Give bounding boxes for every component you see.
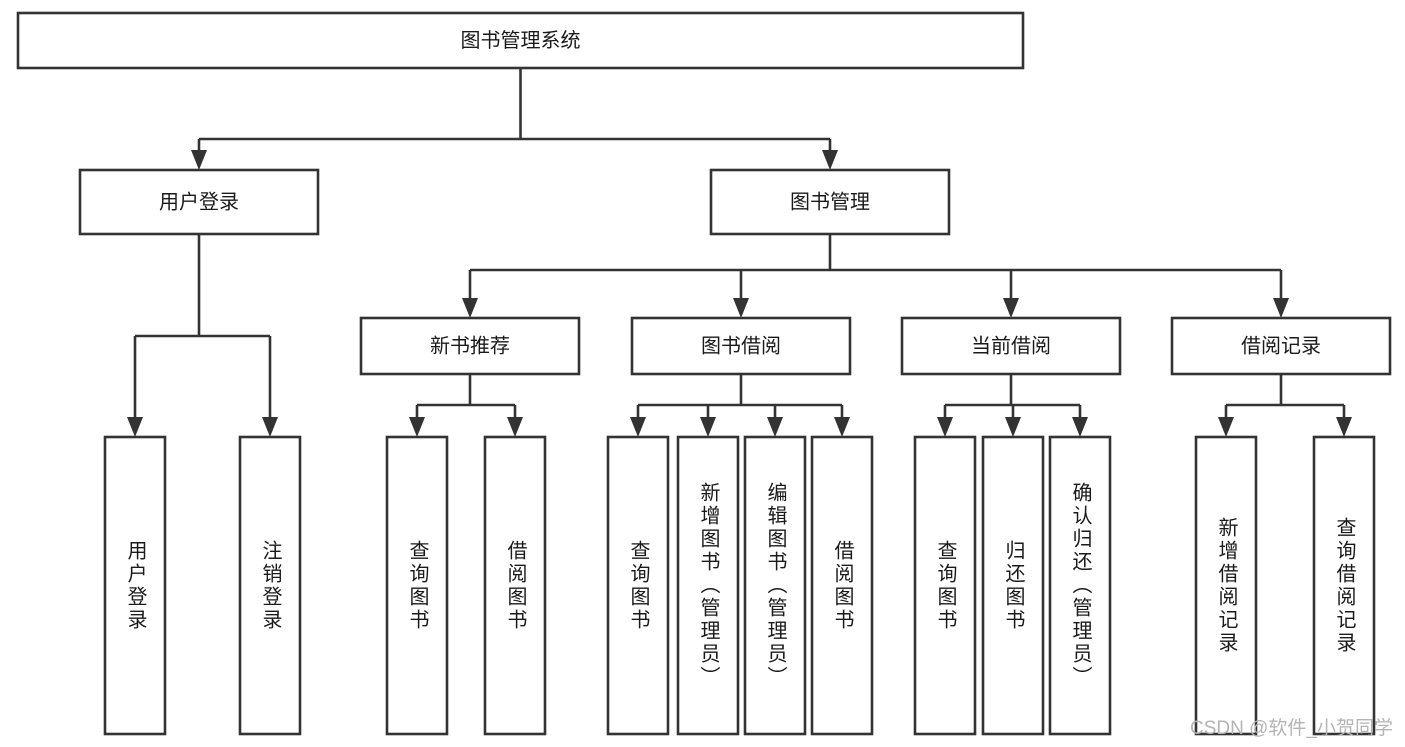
node-box-leaf-edit-book[interactable]	[743, 435, 807, 736]
boxes-layer	[16, 11, 1392, 736]
node-box-leaf-add-record[interactable]	[1194, 435, 1258, 736]
node-box-leaf-query-book-3[interactable]	[913, 435, 977, 736]
node-label-book-borrow: 图书借阅	[701, 334, 781, 357]
node-box-leaf-query-book-2[interactable]	[606, 435, 670, 736]
node-box-leaf-return-book[interactable]	[981, 435, 1045, 736]
node-box-current-borrow[interactable]	[900, 316, 1122, 376]
arrow-head	[822, 150, 838, 170]
node-label-book-manage: 图书管理	[790, 190, 870, 213]
edges-layer	[127, 68, 1352, 437]
arrow-head	[1003, 298, 1019, 318]
arrow-head	[262, 417, 278, 437]
watermark-text: CSDN @软件_小贺同学	[1190, 718, 1393, 739]
arrow-head	[937, 417, 953, 437]
node-box-borrow-record[interactable]	[1170, 316, 1392, 376]
arrow-head	[1336, 417, 1352, 437]
node-label-user-login: 用户登录	[159, 190, 239, 213]
arrow-head	[733, 298, 749, 318]
arrow-head	[767, 417, 783, 437]
arrow-head	[630, 417, 646, 437]
node-box-leaf-query-book-1[interactable]	[385, 435, 449, 736]
node-box-leaf-borrow-book-2[interactable]	[810, 435, 874, 736]
node-box-leaf-confirm-return[interactable]	[1048, 435, 1112, 736]
arrow-head	[1072, 417, 1088, 437]
node-box-new-book-recommend[interactable]	[359, 316, 581, 376]
node-label-current-borrow: 当前借阅	[971, 334, 1051, 357]
node-label-borrow-record: 借阅记录	[1241, 334, 1321, 357]
arrow-head	[834, 417, 850, 437]
node-label-root: 图书管理系统	[461, 29, 581, 52]
arrow-head	[127, 417, 143, 437]
node-box-user-login[interactable]	[78, 168, 320, 236]
node-box-leaf-logout[interactable]	[238, 435, 302, 736]
node-box-leaf-query-record[interactable]	[1312, 435, 1376, 736]
node-box-root[interactable]	[16, 11, 1025, 70]
node-box-book-manage[interactable]	[709, 168, 951, 236]
node-box-leaf-add-book[interactable]	[676, 435, 740, 736]
arrow-head	[1218, 417, 1234, 437]
arrow-head	[409, 417, 425, 437]
arrow-head	[462, 298, 478, 318]
node-box-leaf-user-login[interactable]	[103, 435, 167, 736]
node-label-new-book-recommend: 新书推荐	[430, 334, 510, 357]
arrow-head	[1273, 298, 1289, 318]
arrow-head	[507, 417, 523, 437]
arrow-head	[700, 417, 716, 437]
arrow-head	[191, 150, 207, 170]
node-box-book-borrow[interactable]	[630, 316, 852, 376]
arrow-head	[1005, 417, 1021, 437]
node-box-leaf-borrow-book-1[interactable]	[483, 435, 547, 736]
